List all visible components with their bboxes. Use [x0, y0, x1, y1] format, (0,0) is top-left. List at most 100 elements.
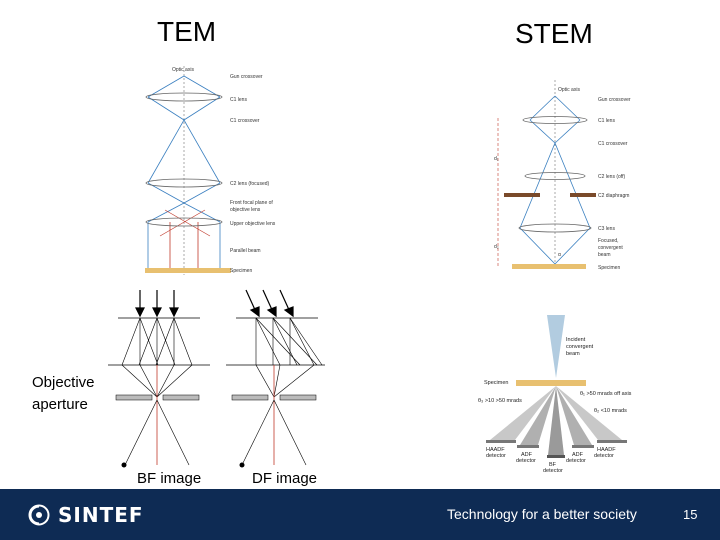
adf-left-label: ADF: [521, 452, 533, 458]
tem-ray: [147, 202, 185, 223]
adf-left-detector: [517, 445, 539, 448]
stem-c2-diaphragm-right: [570, 193, 596, 197]
bf-detector-label-2: detector: [543, 468, 563, 474]
incident-beam-label-3: beam: [566, 351, 580, 357]
haadf-right-detector: [597, 440, 627, 443]
stem-ray: [554, 227, 591, 265]
stem-specimen: [512, 264, 586, 269]
bf-aperture-left: [115, 394, 153, 401]
stem-ray: [529, 119, 556, 144]
diagram-canvas: Optic axis Gun crossover C1 lens C1 cros…: [108, 66, 632, 474]
tem-c2-lens: [145, 178, 223, 188]
tem-gun-crossover-label: Gun crossover: [230, 74, 263, 80]
bf-cone: [548, 386, 564, 455]
tem-ray: [147, 75, 185, 98]
df-arrowhead: [283, 306, 294, 318]
df-image-ray: [273, 399, 307, 466]
stem-c1-lens: [522, 116, 588, 124]
haadf-left-label: HAADF: [486, 447, 505, 453]
tem-diagram: Optic axis Gun crossover C1 lens C1 cros…: [145, 66, 276, 275]
stem-ray: [554, 119, 581, 144]
footer-bar: SINTEF Technology for a better society 1…: [0, 489, 720, 540]
stem-diagram: d₁ d₂ α Optic axis Gun crossover C1 lens…: [494, 80, 631, 271]
tem-ray: [164, 209, 211, 237]
stem-c2-diaphragm-label: C2 diaphragm: [598, 193, 629, 199]
stem-gun-crossover-label: Gun crossover: [598, 97, 631, 103]
df-arrowhead: [249, 306, 260, 318]
bf-image-ray: [156, 399, 190, 466]
objective-label-line1: Objective: [32, 374, 95, 391]
stem-specimen-label: Specimen: [598, 265, 620, 271]
adf-left-cone: [520, 386, 556, 445]
haadf-right-cone: [556, 386, 622, 440]
tem-ray: [183, 119, 221, 184]
bf-arrowhead: [135, 307, 145, 318]
tem-optic-axis-label: Optic axis: [172, 67, 194, 73]
detector-diagram: Incident convergent beam Specimen θ₃ >10…: [478, 315, 632, 474]
haadf-right-label-2: detector: [594, 453, 614, 459]
tem-objective-lens: [145, 217, 223, 227]
bf-arrowhead: [152, 307, 162, 318]
bf-image-point: [121, 462, 127, 468]
objective-aperture-label: Objective aperture: [32, 372, 95, 416]
bf-ray-diagram: [108, 290, 210, 468]
df-image-point: [239, 462, 245, 468]
tem-specimen: [145, 268, 231, 273]
adf-right-cone: [556, 386, 592, 445]
stem-convergent-label: convergent: [598, 245, 623, 251]
bf-image-label: BF image: [137, 470, 202, 487]
stem-ray: [554, 142, 591, 229]
tem-upper-objective-label: Upper objective lens: [230, 221, 276, 227]
stem-ray: [554, 95, 581, 121]
tem-c1-lens: [145, 92, 223, 102]
df-arrowhead: [266, 306, 277, 318]
detector-specimen: [516, 380, 586, 386]
haadf-left-label-2: detector: [486, 453, 506, 459]
stem-c2-lens: [524, 172, 586, 180]
objective-label-line2: aperture: [32, 396, 88, 413]
tem-c1-crossover-label: C1 crossover: [230, 118, 260, 124]
stem-c2-diaphragm-left: [504, 193, 540, 197]
stem-ray: [519, 227, 556, 265]
haadf-right-label: HAADF: [597, 447, 616, 453]
df-image-label: DF image: [252, 470, 318, 487]
stem-beam-label: beam: [598, 252, 611, 258]
bf-detector-label: BF: [549, 462, 557, 468]
stem-c3-lens: [518, 223, 592, 233]
haadf-left-detector: [486, 440, 516, 443]
tem-specimen-label: Specimen: [230, 268, 252, 274]
stem-c1-lens-label: C1 lens: [598, 118, 615, 124]
tem-parallel-beam-label: Parallel beam: [230, 248, 261, 254]
tem-ray: [183, 75, 221, 98]
incident-beam-label-2: convergent: [566, 344, 594, 350]
stem-optic-axis-label: Optic axis: [558, 87, 580, 93]
stem-title: STEM: [515, 18, 593, 49]
stem-focused-label: Focused,: [598, 238, 619, 244]
tem-ray: [147, 182, 185, 204]
sintef-logo: SINTEF: [28, 503, 144, 527]
haadf-left-cone: [490, 386, 556, 440]
tem-ray: [183, 96, 221, 121]
df-aperture-right: [279, 394, 317, 401]
incident-beam-cone: [547, 315, 565, 378]
bf-arrowhead: [169, 307, 179, 318]
sintef-logo-text: SINTEF: [58, 503, 144, 527]
theta1-label: θ₁ >50 mrads off axis: [580, 391, 632, 397]
tem-ray: [147, 96, 185, 121]
tem-ray: [147, 119, 185, 184]
theta3-label: θ₃ >10 >50 mrads: [478, 398, 522, 404]
stem-alpha-label: α: [558, 252, 561, 258]
stem-ray: [519, 142, 556, 229]
stem-c2-lens-label: C2 lens (off): [598, 174, 625, 180]
footer-tagline: Technology for a better society: [447, 506, 637, 522]
adf-left-label-2: detector: [516, 458, 536, 464]
df-aperture-left: [231, 394, 269, 401]
incident-beam-label: Incident: [566, 337, 586, 343]
theta2-label: θ₂ <10 mrads: [594, 408, 627, 414]
tem-ray: [159, 209, 206, 237]
adf-right-label: ADF: [572, 452, 584, 458]
df-image-ray: [241, 399, 275, 466]
stem-d2-label: d₂: [494, 244, 499, 250]
tem-c1-lens-label: C1 lens: [230, 97, 247, 103]
adf-right-label-2: detector: [566, 458, 586, 464]
